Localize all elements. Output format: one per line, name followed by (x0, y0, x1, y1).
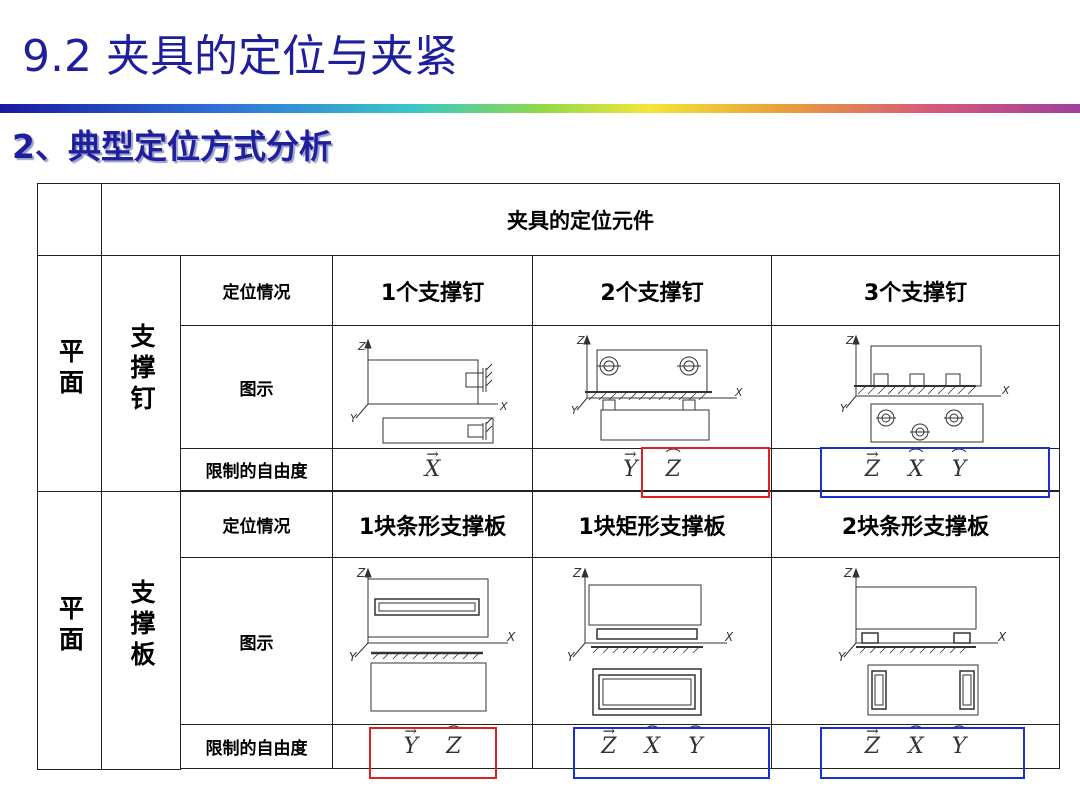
axis-y-label: Y (840, 402, 848, 415)
dof-cell: →Z⌒X⌒Y (532, 722, 772, 769)
figure-2-pins: Z X Y (532, 325, 772, 449)
axis-x-label: X (724, 630, 734, 644)
dof-cell: →Y ⌒Z (532, 445, 772, 491)
highlight-box-blue (820, 727, 1025, 779)
title-divider (0, 104, 1080, 113)
dof-cell: →Y⌒Z (332, 722, 533, 769)
page-title: 9.2 夹具的定位与夹紧 (22, 31, 458, 82)
arrow-icon: → (866, 445, 879, 463)
figure-1-strip-plate: Z X Y (332, 557, 533, 725)
element-support-pin: 支撑钉 (101, 255, 181, 492)
axis-letter: Z (601, 734, 617, 759)
table-header: 夹具的定位元件 (100, 183, 1061, 256)
axis-y-label: Y (567, 650, 576, 664)
axis-letter: X (424, 457, 441, 482)
rotation-arc-icon: ⌒ (951, 447, 967, 465)
col-1-pin: 1个支撑钉 (332, 255, 533, 326)
col-3-pins: 3个支撑钉 (770, 255, 1061, 326)
axis-letter: Z (864, 734, 881, 759)
row-label-figure: 图示 (180, 557, 333, 725)
highlight-box-blue (820, 447, 1050, 498)
axis-letter: Z (864, 457, 881, 482)
rotation-arc-icon: ⌒ (908, 447, 924, 465)
axis-z-label: Z (843, 566, 853, 580)
row-label-figure: 图示 (180, 325, 333, 449)
translation-z-symbol: →Z (864, 445, 881, 482)
highlight-box-red (641, 447, 770, 498)
figure-3-pins: Z X Y (770, 325, 1061, 449)
translation-z-symbol: →Z (601, 722, 617, 759)
axis-y-label: Y (838, 650, 847, 664)
row-label-dof: 限制的自由度 (180, 448, 333, 491)
category-plane-1: 平面 (37, 255, 102, 492)
axis-letter: X (908, 734, 924, 759)
axis-x-label: X (734, 386, 743, 399)
row-label-dof: 限制的自由度 (180, 724, 333, 769)
highlight-box-blue (573, 727, 770, 779)
col-1-strip-plate: 1块条形支撑板 (332, 491, 533, 558)
three-pins-diagram: Z X Y (840, 334, 1010, 443)
rotation-arc-icon: ⌒ (665, 447, 681, 465)
axis-letter: X (908, 457, 924, 482)
rotation-y-symbol: ⌒Y (951, 447, 967, 482)
axis-y-label: Y (349, 650, 358, 664)
axis-y-label: Y (350, 412, 358, 425)
axis-z-label: Z (845, 334, 854, 347)
element-support-plate: 支撑板 (101, 491, 181, 770)
arrow-icon: → (426, 445, 439, 463)
axis-letter: Y (623, 457, 638, 482)
figure-1-pin: Z X Y (332, 325, 533, 449)
translation-y-symbol: →Y (403, 722, 419, 759)
dof-cell: →X (332, 445, 533, 491)
axis-x-label: X (506, 630, 516, 644)
arrow-icon: → (404, 722, 418, 740)
axis-letter: Y (951, 734, 967, 759)
axis-x-label: X (499, 400, 508, 413)
figure-2-strip-plates: Z X Y (770, 557, 1061, 725)
axis-z-label: Z (356, 566, 366, 580)
axis-letter: Y (951, 457, 967, 482)
axis-x-label: X (997, 630, 1007, 644)
highlight-box-red (369, 727, 497, 779)
row-label-situation: 定位情况 (180, 255, 333, 326)
axis-letter: Y (403, 734, 419, 759)
two-strip-plates-diagram: Z X Y (838, 566, 1007, 716)
col-1-rect-plate: 1块矩形支撑板 (532, 491, 772, 558)
col-2-pins: 2个支撑钉 (532, 255, 772, 326)
one-strip-plate-diagram: Z X Y (349, 566, 516, 712)
one-pin-diagram: Z X Y (350, 338, 508, 444)
translation-x-symbol: →X (424, 445, 441, 482)
axis-z-label: Z (576, 334, 585, 347)
one-rect-plate-diagram: Z X Y (567, 566, 734, 716)
table-corner-cell (37, 183, 102, 256)
axis-letter: Z (665, 457, 681, 482)
rotation-z-symbol: ⌒Z (665, 447, 681, 482)
locating-elements-table: 夹具的定位元件 平面 支撑钉 定位情况 1个支撑钉 2个支撑钉 3个支撑钉 图示 (37, 183, 1061, 770)
axis-x-label: X (1001, 384, 1010, 397)
col-2-strip-plates: 2块条形支撑板 (770, 491, 1061, 558)
arrow-icon: → (866, 722, 879, 740)
axis-y-label: Y (571, 404, 579, 417)
axis-z-label: Z (357, 340, 366, 353)
translation-y-symbol: →Y (623, 445, 638, 482)
arrow-icon: → (624, 445, 637, 463)
axis-z-label: Z (572, 566, 582, 580)
arrow-icon: → (602, 722, 616, 740)
section-subtitle: 2、典型定位方式分析 (12, 127, 332, 166)
two-pins-diagram: Z X Y (571, 334, 743, 441)
axis-letter: Y (688, 734, 703, 759)
category-plane-2: 平面 (37, 491, 102, 770)
dof-cell: →Z⌒X⌒Y (770, 445, 1061, 491)
axis-letter: X (644, 734, 661, 759)
rotation-x-symbol: ⌒X (908, 447, 924, 482)
row-label-situation: 定位情况 (180, 491, 333, 558)
figure-1-rect-plate: Z X Y (532, 557, 772, 725)
axis-letter: Z (446, 734, 462, 759)
translation-z-symbol: →Z (864, 722, 881, 759)
